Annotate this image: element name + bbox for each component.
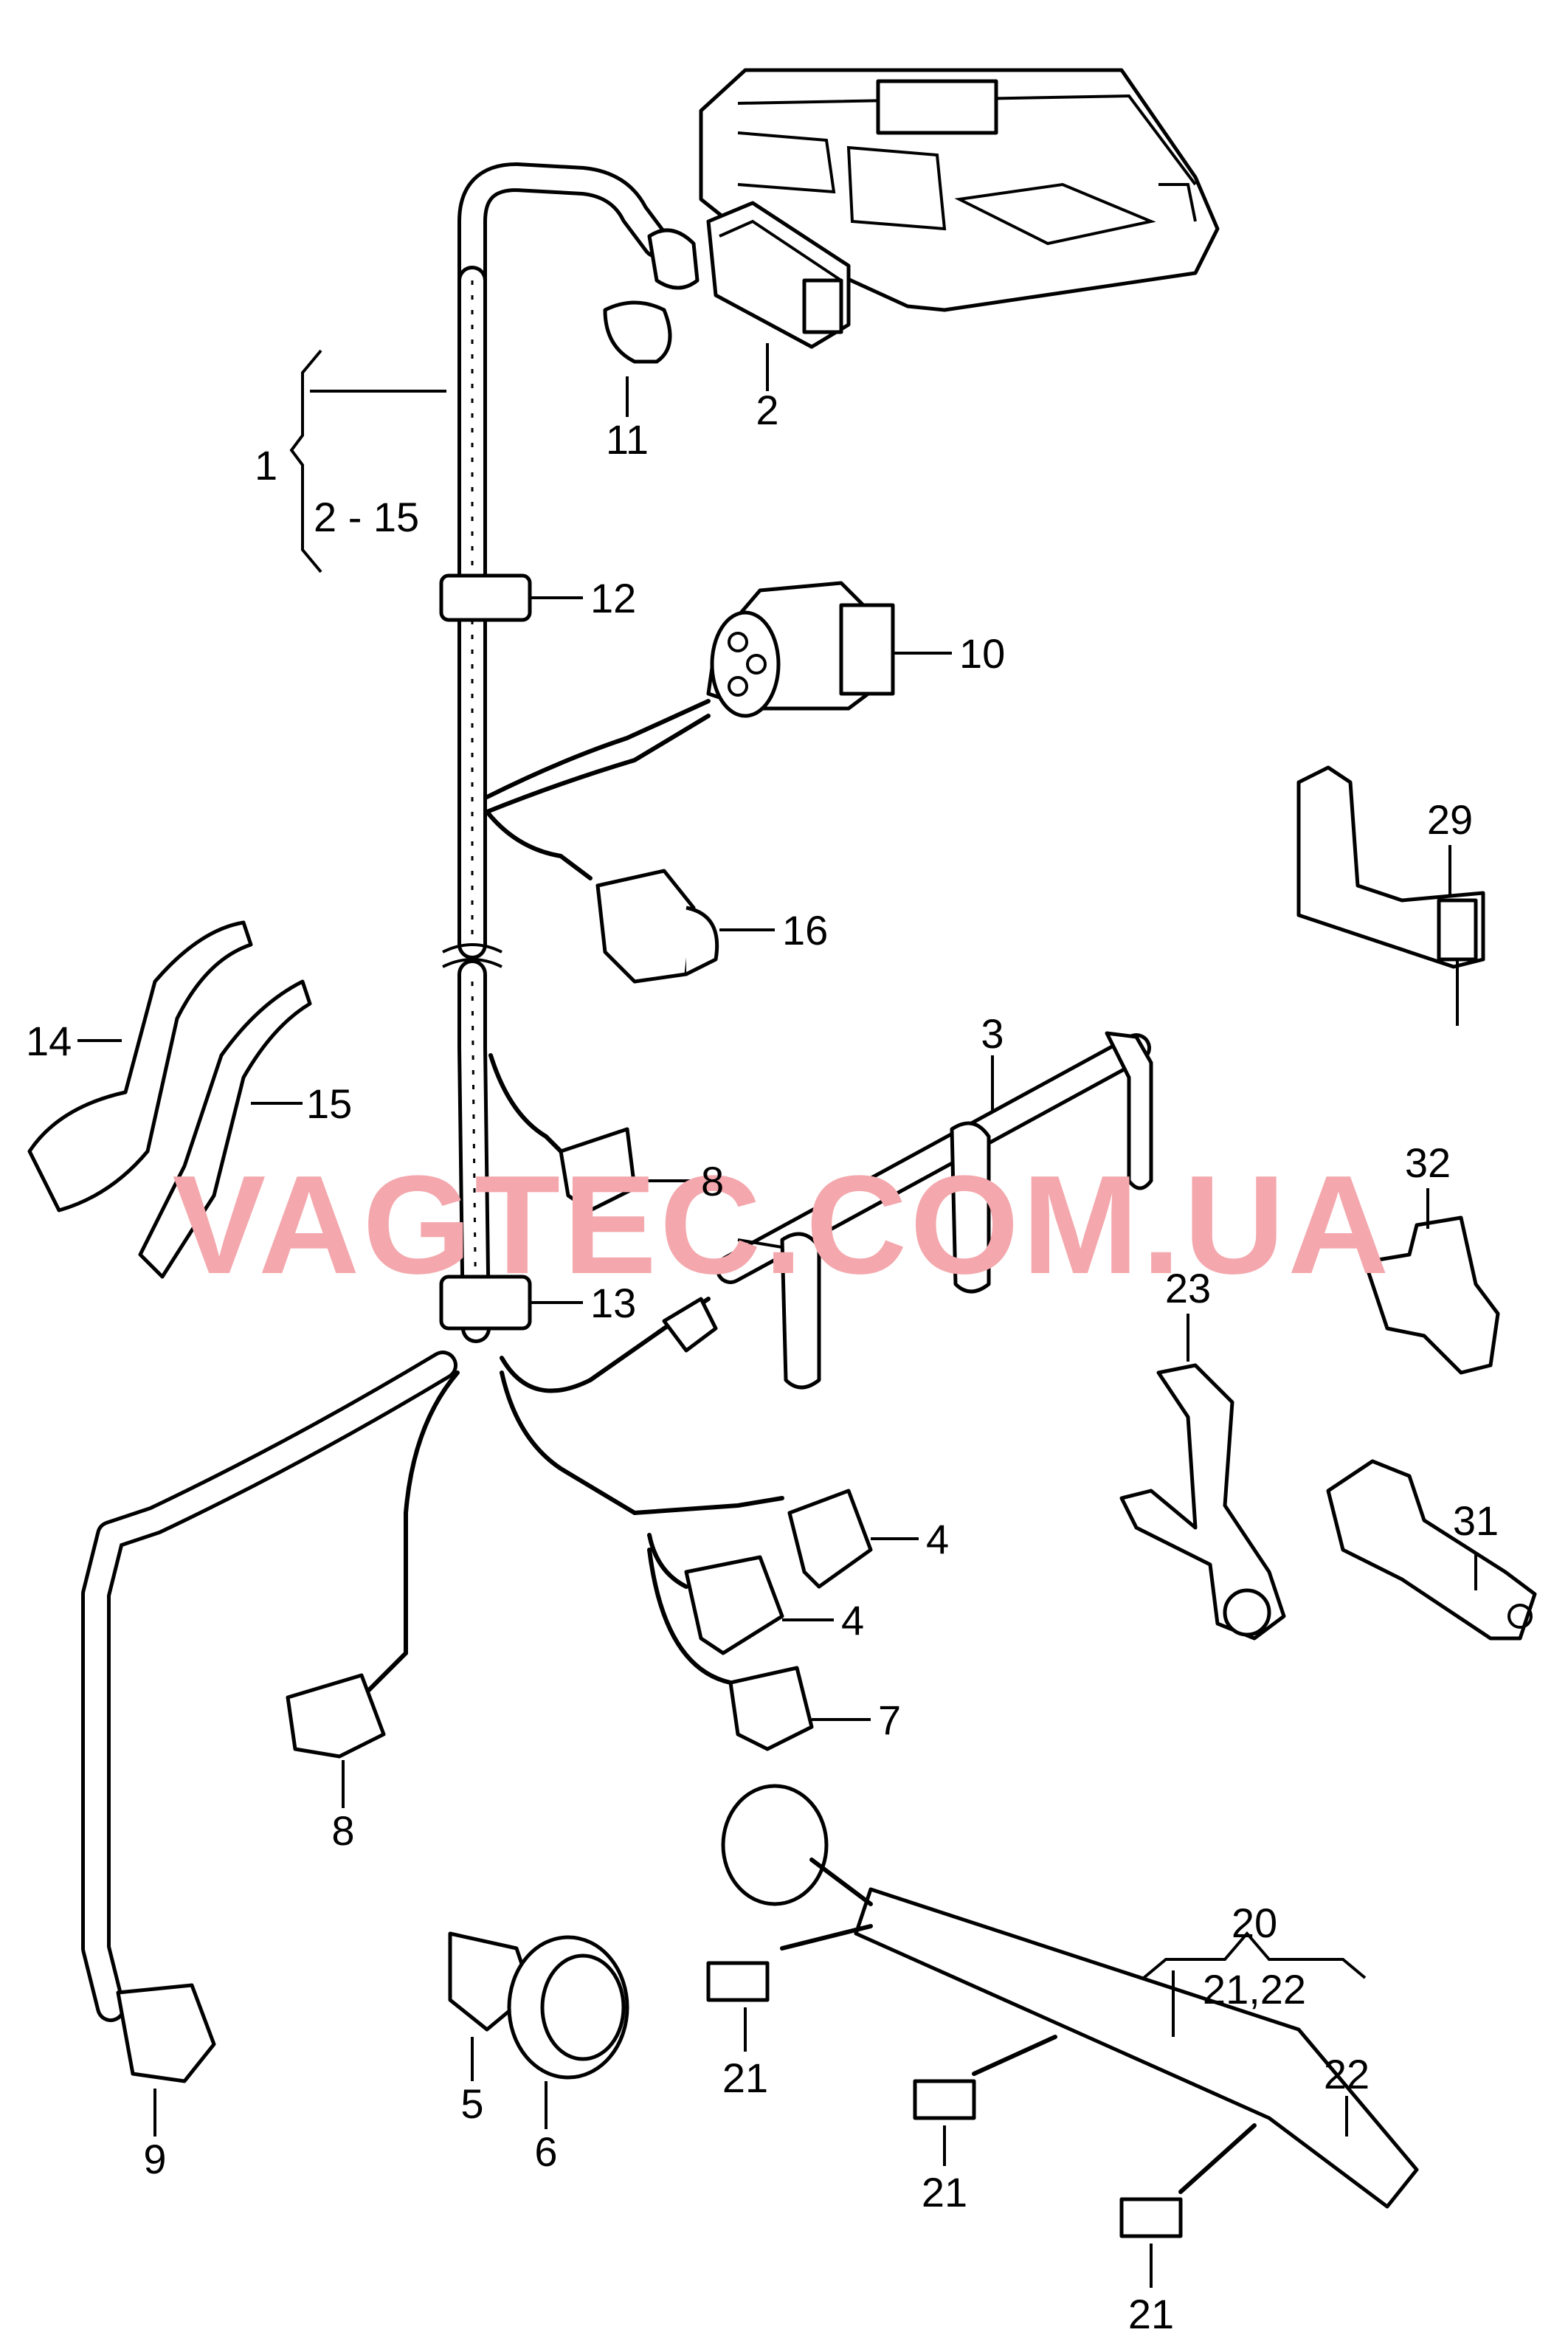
control-unit <box>699 68 1220 312</box>
group-bracket-1 <box>289 349 446 573</box>
connector-6 <box>507 1935 629 2129</box>
clip-13 <box>439 1275 583 1331</box>
callout-12: 12 <box>590 575 636 621</box>
callout-1: 1 <box>255 442 277 489</box>
callout-23: 23 <box>1165 1265 1211 1311</box>
callout-labels: 1 2 - 15 2 3 4 4 5 6 7 8 8 9 10 11 12 13… <box>26 387 1499 2337</box>
clip-12 <box>439 573 583 622</box>
sensor-7 <box>647 1548 871 1751</box>
bracket-31 <box>1326 1459 1537 1641</box>
sensor-8-upper <box>488 1053 694 1213</box>
callout-29: 29 <box>1427 796 1473 843</box>
connector-16 <box>485 810 775 984</box>
callout-20: 20 <box>1232 1900 1277 1946</box>
lead-set-3 <box>716 1031 1153 1390</box>
callout-32: 32 <box>1405 1139 1451 1186</box>
callout-20-range: 21,22 <box>1203 1966 1306 2013</box>
callout-22: 22 <box>1324 2051 1370 2097</box>
clip-11 <box>603 300 672 417</box>
callout-4-upper: 4 <box>926 1516 949 1562</box>
callout-2: 2 <box>756 387 778 433</box>
harness-20 <box>706 1784 1419 2288</box>
callout-8-lower: 8 <box>331 1807 354 1854</box>
callout-4-lower: 4 <box>841 1597 864 1644</box>
callout-21-c: 21 <box>1128 2291 1174 2337</box>
watermark-text: VAGTEC.COM.UA <box>173 1147 1392 1303</box>
sensor-8-lower <box>286 1370 460 1808</box>
bracket-23 <box>1119 1314 1286 1641</box>
bracket-29 <box>1296 765 1485 1026</box>
callout-6: 6 <box>534 2128 557 2175</box>
wire-to-leads <box>500 1297 718 1393</box>
callout-1-range: 2 - 15 <box>314 494 419 540</box>
callout-10: 10 <box>959 630 1005 677</box>
callout-9: 9 <box>143 2136 166 2182</box>
callout-11: 11 <box>606 416 649 463</box>
cover-15 <box>138 979 312 1279</box>
callout-5: 5 <box>460 2080 483 2127</box>
connector-10 <box>485 581 952 814</box>
callout-15: 15 <box>306 1080 352 1127</box>
callout-31: 31 <box>1453 1497 1499 1544</box>
callout-14: 14 <box>26 1018 72 1064</box>
bracket-32 <box>1363 1188 1500 1375</box>
callout-16: 16 <box>782 907 828 953</box>
callout-21-b: 21 <box>922 2169 967 2215</box>
callout-8-upper: 8 <box>701 1158 724 1204</box>
connector-4-upper <box>500 1370 919 1589</box>
callout-21-a: 21 <box>722 2055 768 2101</box>
connector-2 <box>647 201 851 391</box>
callout-13: 13 <box>590 1280 636 1326</box>
connector-4-lower <box>647 1533 834 1655</box>
callout-3: 3 <box>981 1010 1004 1057</box>
branch-connector-9 <box>81 1351 457 2137</box>
callout-7: 7 <box>878 1697 901 1743</box>
cover-14 <box>27 920 253 1213</box>
